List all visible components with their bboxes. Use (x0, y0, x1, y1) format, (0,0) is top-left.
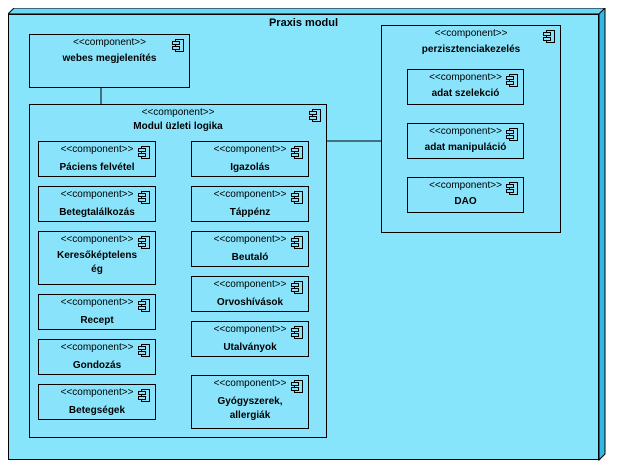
component-icon (506, 74, 518, 87)
stereotype-label: <<component>> (429, 72, 502, 83)
component-gondozas[interactable]: <<component>> Gondozás (38, 339, 156, 375)
component-tappenz[interactable]: <<component>> Táppénz (191, 186, 309, 222)
component-name-line-2: ég (91, 264, 103, 275)
component-icon (291, 236, 303, 249)
stereotype-label: <<component>> (60, 144, 134, 155)
component-name: adat manipuláció (424, 142, 507, 153)
component-name: Igazolás (230, 162, 270, 173)
component-icon (506, 182, 518, 195)
component-name: Táppénz (229, 207, 271, 218)
stereotype-label: <<component>> (213, 378, 287, 389)
stereotype-label: <<component>> (429, 126, 502, 137)
stereotype-label: <<component>> (213, 324, 287, 335)
component-name: Páciens felvétel (59, 162, 135, 173)
component-gyogyszerek-allergiak[interactable]: <<component>> Gyógyszerek, allergiák (191, 375, 309, 429)
component-icon (309, 109, 321, 122)
stereotype-label: <<component>> (60, 189, 134, 200)
stereotype-label: <<component>> (60, 342, 134, 353)
component-icon (138, 236, 150, 249)
component-icon (291, 380, 303, 393)
component-webes-megjelenites[interactable]: <<component>> webes megjelenítés (29, 34, 190, 88)
component-icon (291, 191, 303, 204)
component-name-line-1: Keresőképtelens (56, 250, 138, 261)
component-icon (138, 344, 150, 357)
node-title: Praxis modul (268, 17, 339, 29)
component-betegsegek[interactable]: <<component>> Betegségek (38, 384, 156, 420)
component-paciens-felvetel[interactable]: <<component>> Páciens felvétel (38, 141, 156, 177)
component-name-line-1: Gyógyszerek, (217, 396, 283, 407)
stereotype-label: <<component>> (213, 234, 287, 245)
component-name: Orvoshívások (216, 297, 284, 308)
stereotype-label: <<component>> (73, 37, 146, 48)
component-icon (291, 146, 303, 159)
component-icon (138, 191, 150, 204)
stereotype-label: <<component>> (213, 144, 287, 155)
component-igazolas[interactable]: <<component>> Igazolás (191, 141, 309, 177)
component-name: Betegségek (68, 405, 126, 416)
component-name: Utalványok (223, 342, 277, 353)
component-icon (506, 128, 518, 141)
stereotype-label: <<component>> (60, 297, 134, 308)
component-name: perzisztenciakezelés (421, 44, 521, 55)
component-icon (172, 39, 184, 52)
component-name: Modul üzleti logika (133, 121, 223, 132)
component-icon (543, 30, 555, 43)
stereotype-label: <<component>> (60, 234, 134, 245)
component-name: Gondozás (72, 360, 122, 371)
component-name: Recept (80, 315, 114, 326)
component-dao[interactable]: <<component>> DAO (407, 177, 524, 213)
component-icon (138, 146, 150, 159)
component-icon (138, 299, 150, 312)
stereotype-label: <<component>> (60, 387, 134, 398)
component-icon (291, 326, 303, 339)
component-name: DAO (454, 196, 477, 207)
component-name: webes megjelenítés (62, 53, 157, 64)
component-name: adat szelekció (431, 88, 500, 99)
component-name: Beutaló (231, 252, 269, 263)
component-recept[interactable]: <<component>> Recept (38, 294, 156, 330)
component-beutalo[interactable]: <<component>> Beutaló (191, 231, 309, 267)
component-icon (291, 281, 303, 294)
component-name: Betegtalálkozás (59, 207, 135, 218)
component-icon (138, 389, 150, 402)
component-keresokeptelenseg[interactable]: <<component>> Keresőképtelens ég (38, 231, 156, 285)
stereotype-label: <<component>> (429, 180, 502, 191)
stereotype-label: <<component>> (141, 107, 215, 118)
stereotype-label: <<component>> (213, 189, 287, 200)
component-name-line-2: allergiák (229, 410, 271, 421)
stereotype-label: <<component>> (213, 279, 287, 290)
stereotype-label: <<component>> (434, 28, 508, 39)
component-betegtalalkozas[interactable]: <<component>> Betegtalálkozás (38, 186, 156, 222)
component-orvoshivasok[interactable]: <<component>> Orvoshívások (191, 276, 309, 312)
component-adat-szelekcio[interactable]: <<component>> adat szelekció (407, 69, 524, 105)
component-utalvanyok[interactable]: <<component>> Utalványok (191, 321, 309, 357)
component-adat-manipulacio[interactable]: <<component>> adat manipuláció (407, 123, 524, 159)
